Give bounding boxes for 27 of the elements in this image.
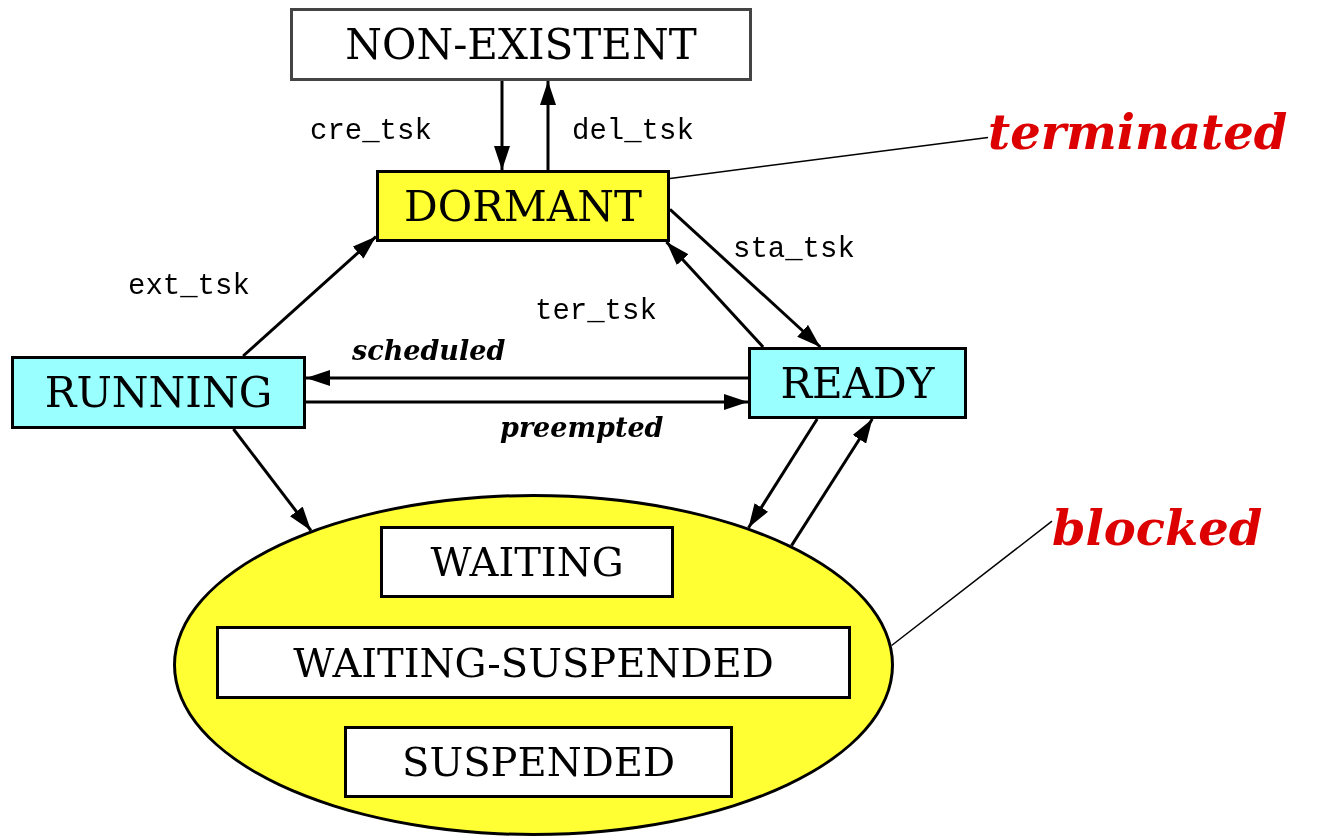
edge-label: ext_tsk [128, 272, 250, 301]
edge-label: cre_tsk [310, 117, 432, 146]
arrow [540, 81, 556, 170]
state-box: WAITING [380, 526, 674, 598]
arrow [747, 418, 819, 529]
leader-line [890, 520, 1053, 647]
arrow [306, 370, 748, 386]
state-box: RUNNING [11, 356, 306, 429]
annotation-text: terminated [988, 104, 1288, 160]
state-box: WAITING-SUSPENDED [216, 626, 851, 699]
state-box: DORMANT [376, 170, 670, 242]
edge-label: preempted [500, 414, 664, 441]
state-box: READY [748, 347, 967, 419]
arrow [306, 394, 748, 410]
state-box: NON-EXISTENT [290, 8, 752, 81]
leader-line [669, 136, 989, 180]
arrow [669, 208, 822, 349]
annotation-text: blocked [1052, 500, 1263, 556]
arrow [494, 81, 510, 170]
edge-label: ter_tsk [535, 297, 657, 326]
state-box: SUSPENDED [344, 726, 733, 798]
arrow [232, 428, 313, 532]
edge-label: sta_tsk [733, 235, 855, 264]
edge-label: del_tsk [572, 117, 694, 146]
arrow [790, 418, 874, 547]
arrow [242, 235, 377, 358]
arrow [665, 241, 765, 348]
